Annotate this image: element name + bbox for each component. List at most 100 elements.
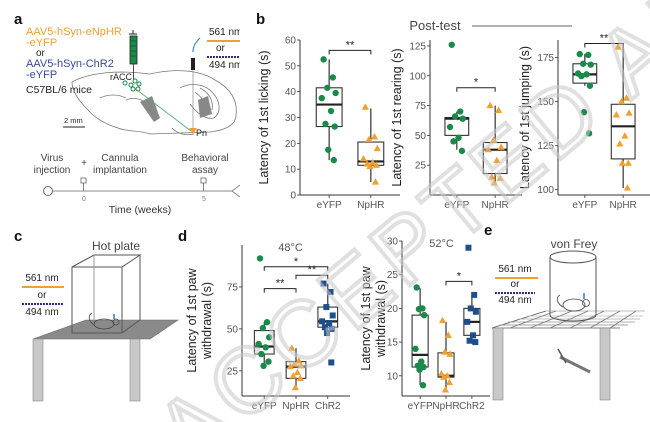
data-point-eyfp (585, 51, 592, 59)
data-point-eyfp (419, 382, 427, 389)
timeline-tick-5: 5 (202, 196, 206, 203)
data-point-eyfp (576, 50, 583, 58)
timeline-event-virus-l1: Virus (41, 153, 64, 164)
data-point-nphr (622, 94, 631, 101)
data-point-nphr (373, 144, 381, 152)
data-point-nphr (446, 350, 454, 357)
x-tick-label: eYFP (317, 200, 342, 211)
data-point-chr2 (328, 359, 335, 366)
table-leg-right (599, 327, 611, 401)
y-tick-label: 50 (227, 324, 239, 335)
data-point-nphr (624, 159, 632, 166)
data-point-eyfp (446, 123, 454, 131)
c-light-561-label: 561 nm (25, 273, 58, 284)
data-point-nphr (365, 135, 373, 143)
data-point-eyfp (327, 107, 335, 115)
data-point-eyfp (585, 130, 593, 137)
timeline-plus: + (81, 158, 87, 169)
data-point-chr2 (329, 312, 336, 319)
y-tick-label: 40 (285, 87, 297, 98)
brain-structure-shading-2 (198, 96, 212, 118)
y-tick-label: 50 (415, 131, 427, 142)
timeline-event-virus-l2: injection (34, 165, 71, 176)
data-point-nphr (289, 372, 297, 379)
data-point-nphr (359, 155, 368, 162)
data-point-nphr (614, 43, 622, 50)
data-point-eyfp (255, 340, 262, 348)
data-point-nphr (369, 158, 377, 166)
data-point-eyfp (448, 41, 455, 48)
chart-title: 48°C (278, 242, 303, 254)
timeline-start-marker (43, 186, 53, 196)
significance-label: ** (308, 264, 317, 276)
data-point-eyfp (260, 362, 267, 369)
data-point-nphr (625, 109, 633, 116)
data-point-nphr (496, 174, 504, 181)
data-point-nphr (295, 356, 303, 364)
data-point-nphr (616, 140, 624, 147)
data-point-eyfp (413, 284, 420, 291)
data-point-nphr (371, 178, 380, 185)
timeline-marker-0 (80, 177, 87, 184)
y-tick-label: 0 (290, 191, 296, 202)
x-tick-label: eYFP (444, 200, 469, 211)
box-iqr (610, 103, 636, 160)
data-point-chr2 (323, 304, 330, 311)
y-tick-label: 150 (537, 97, 554, 108)
data-point-nphr (372, 161, 380, 168)
x-tick-label: NpHR (357, 200, 384, 211)
y-axis-label: Latency of 1st licking (s) (257, 50, 271, 184)
data-point-chr2 (320, 280, 327, 287)
data-point-eyfp (578, 72, 585, 80)
virus2-line1: AAV5-hSyn-ChR2 (26, 58, 114, 70)
data-point-eyfp (587, 61, 594, 68)
data-point-eyfp (258, 350, 265, 358)
data-point-chr2 (326, 320, 333, 327)
x-tick-label: NpHR (610, 200, 637, 211)
e-light-561-label: 561 nm (498, 264, 531, 275)
data-point-chr2 (470, 332, 477, 339)
y-tick-label: 25 (415, 161, 427, 172)
x-tick-label: NpHR (282, 401, 309, 412)
box-iqr (315, 87, 343, 128)
e-light-or: or (511, 279, 521, 290)
projection-fiber (136, 89, 192, 132)
data-point-nphr (489, 136, 498, 143)
data-point-nphr (441, 386, 450, 393)
mouse-icon (88, 312, 120, 330)
data-point-eyfp (262, 344, 269, 351)
data-point-chr2 (472, 308, 479, 315)
timeline-event-assay-l2: assay (192, 165, 218, 176)
significance-label: ** (346, 39, 355, 51)
data-point-eyfp (322, 120, 329, 128)
data-point-nphr (444, 331, 452, 338)
optic-fiber-icon (189, 37, 201, 134)
y-axis-label-line2: withdrawal (s) (200, 282, 214, 360)
significance-label: * (294, 256, 299, 268)
y-tick-label: 75 (415, 101, 427, 112)
syringe-icon (129, 30, 138, 80)
data-point-nphr (445, 378, 454, 386)
data-point-chr2 (465, 244, 472, 251)
data-point-eyfp (450, 138, 457, 145)
data-point-nphr (290, 360, 299, 367)
y-tick-label: 100 (537, 185, 554, 196)
data-point-nphr (493, 156, 501, 164)
significance-bracket (295, 274, 329, 280)
panel-a: a AAV5-hSyn-eNpHR -eYFP or AAV5-hSyn-ChR… (14, 11, 240, 215)
panel-e: e von Frey 561 nm or 494 nm (484, 222, 645, 401)
panel-d-label: d (178, 228, 187, 245)
data-point-nphr (612, 111, 620, 118)
data-point-eyfp (451, 113, 459, 120)
light-494-label: 494 nm (209, 60, 240, 71)
significance-bracket (445, 280, 473, 286)
x-tick-label: NpHR (482, 200, 509, 211)
virus1-line2: -eYFP (26, 37, 57, 49)
data-point-chr2 (472, 339, 479, 346)
data-point-eyfp (583, 71, 590, 78)
significance-bracket (263, 288, 297, 293)
